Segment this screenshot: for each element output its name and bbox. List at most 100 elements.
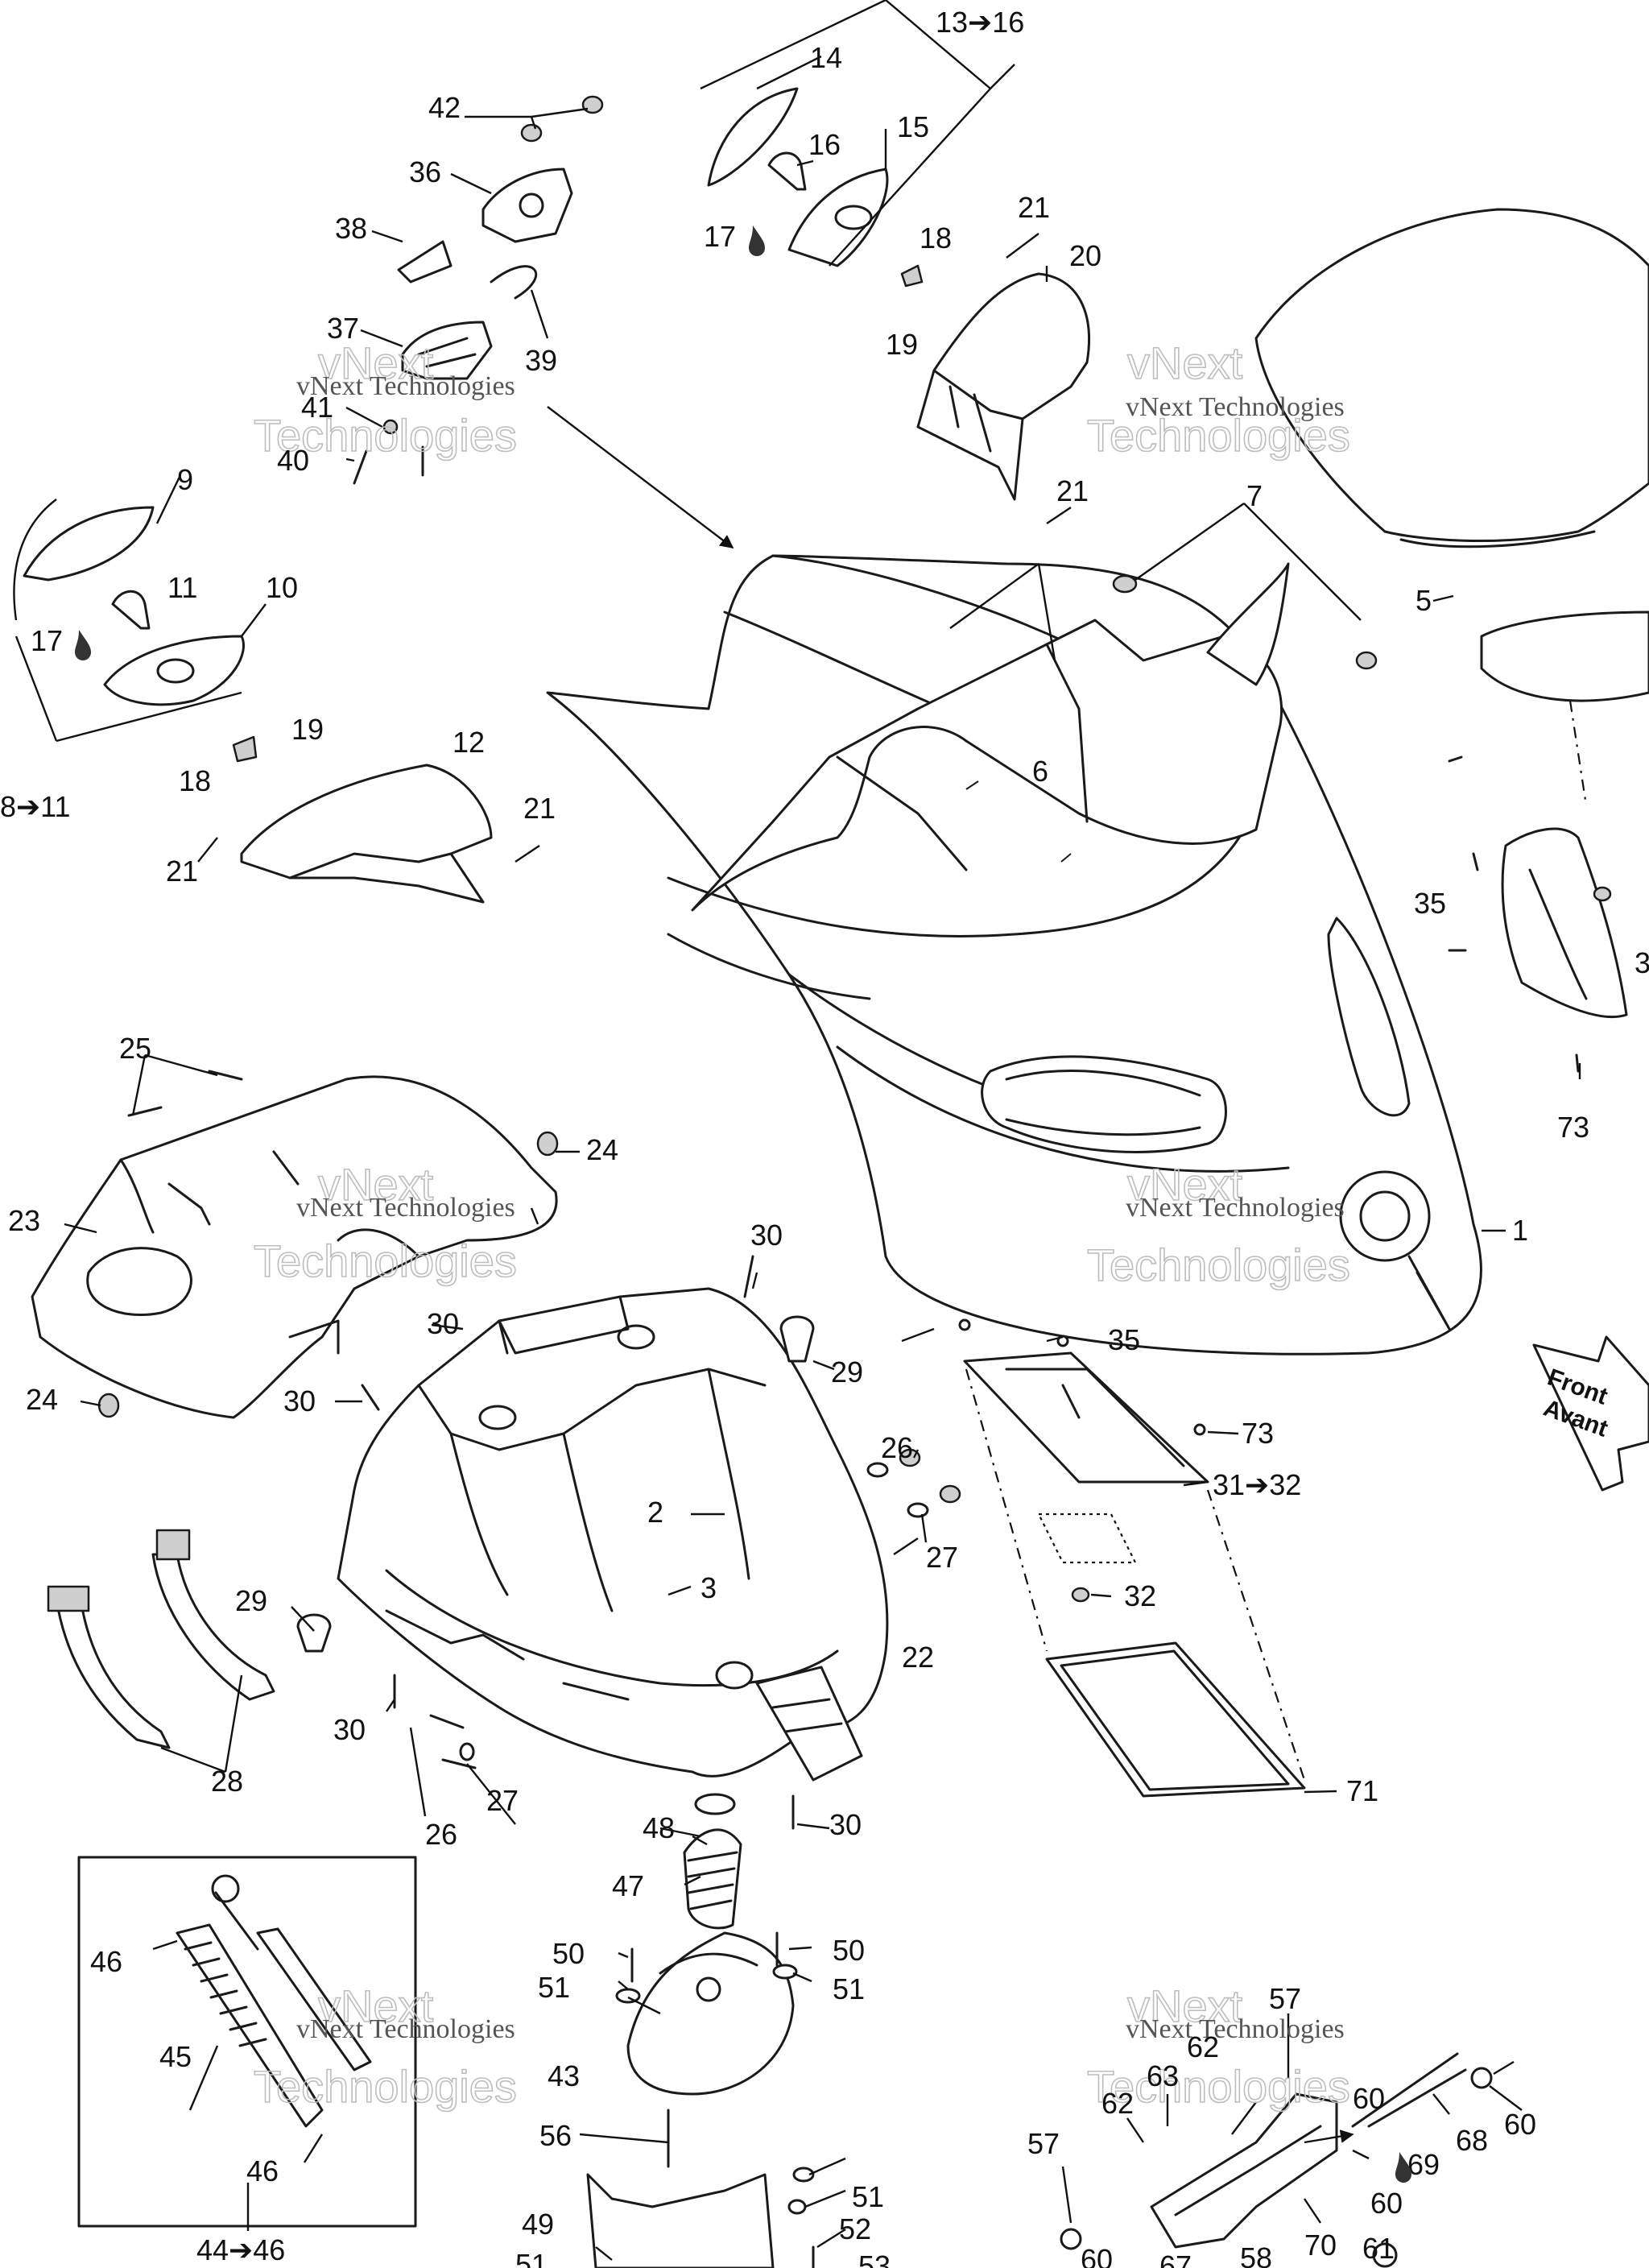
label-17b: 17 [31,624,63,657]
watermark-vnext-1: vNext [318,337,434,388]
watermark-tech-1: Technologies [254,410,517,461]
label-47: 47 [612,1869,644,1902]
label-60a: 60 [1081,2243,1113,2268]
label-24b: 24 [26,1383,58,1416]
watermarks: vNext vNext Technologies Technologies vN… [253,337,1351,2113]
label-51a: 51 [538,1971,570,2004]
label-62a: 62 [1101,2087,1134,2120]
label-6: 6 [1032,755,1048,788]
label-35a: 35 [1108,1323,1140,1356]
watermark-text-2: vNext Technologies [1126,392,1345,422]
watermark-tech-2: Technologies [1087,410,1350,461]
label-30a: 30 [750,1219,783,1252]
label-18a: 18 [920,221,952,255]
label-19b: 19 [291,713,324,746]
label-48: 48 [643,1811,675,1844]
leader-lines [64,55,1581,2261]
label-2: 2 [647,1496,663,1529]
label-69: 69 [1407,2148,1440,2181]
label-15: 15 [897,110,929,143]
handle-part-28 [47,1529,275,1749]
bracket-assembly-36-42 [353,95,604,485]
label-58: 58 [1240,2241,1272,2268]
watermark-tech-4: Technologies [1087,1240,1350,1290]
label-16: 16 [808,128,841,161]
watermark-vnext-6: vNext [1127,1980,1243,2031]
part-labels: 1 2 3 3 5 6 7 8➔11 9 10 11 12 13➔16 14 1… [0,6,1649,2268]
label-70: 70 [1304,2229,1337,2262]
label-27b: 27 [486,1784,519,1817]
label-53: 53 [858,2249,891,2268]
label-23: 23 [8,1204,40,1237]
label-22: 22 [902,1641,934,1674]
label-29b: 29 [235,1584,267,1617]
label-5: 5 [1415,584,1432,617]
oil-drop-icon [749,226,765,256]
watermark-vnext-3: vNext [318,1159,434,1210]
label-30b: 30 [427,1307,459,1340]
label-21d: 21 [166,855,198,888]
label-43: 43 [548,2059,580,2092]
label-57a: 57 [1027,2127,1060,2160]
label-13to16: 13➔16 [936,6,1024,39]
label-40: 40 [277,444,309,477]
watermark-text-6: vNext Technologies [1126,2014,1345,2044]
label-73a: 73 [1242,1417,1274,1450]
bracket-part-43 [586,1793,795,2268]
label-44to46: 44➔46 [196,2233,285,2266]
label-60d: 60 [1370,2187,1403,2220]
label-30e: 30 [829,1808,862,1841]
label-42: 42 [428,91,461,124]
label-36: 36 [409,155,441,188]
label-19a: 19 [886,328,918,361]
cover-group-13-16 [707,87,924,288]
label-29a: 29 [831,1355,863,1389]
vent-part-20 [916,272,1090,501]
label-7: 7 [1246,479,1263,512]
label-61: 61 [1362,2232,1395,2265]
label-45: 45 [159,2040,192,2073]
label-30d: 30 [333,1713,366,1746]
grill-part-31 [963,1351,1306,1798]
label-24a: 24 [586,1133,618,1166]
label-12: 12 [453,726,485,759]
label-17a: 17 [704,220,736,253]
label-49: 49 [522,2208,554,2241]
label-71: 71 [1346,1774,1378,1807]
watermark-tech-5: Technologies [254,2061,517,2112]
label-41: 41 [301,391,333,424]
label-14: 14 [810,41,842,74]
label-20: 20 [1069,239,1101,272]
watermark-tech-3: Technologies [254,1235,517,1286]
hood-part-1 [546,554,1482,1355]
watermark-vnext-4: vNext [1127,1159,1243,1210]
label-21a: 21 [1018,191,1050,224]
watermark-tech-6: Technologies [1087,2061,1350,2112]
label-50b: 50 [833,1934,865,1967]
windshield [1254,208,1649,1019]
label-9: 9 [177,463,193,496]
label-3: 3 [701,1571,717,1604]
label-8to11: 8➔11 [0,790,71,823]
deflector-part-23 [31,1075,558,1419]
watermark-text-5: vNext Technologies [296,2014,515,2044]
label-11: 11 [167,571,197,604]
label-38: 38 [335,212,367,245]
label-26a: 26 [881,1431,913,1464]
label-73b: 73 [1557,1111,1589,1144]
label-1: 1 [1512,1214,1528,1247]
vent-part-12 [240,764,493,904]
label-51d: 51 [515,2248,548,2268]
inner-hood-part-22 [337,1287,889,1782]
label-56: 56 [539,2119,572,2152]
watermark-text-4: vNext Technologies [1126,1193,1345,1223]
lever-assembly-57-70 [1060,2052,1493,2268]
watermark-text-1: vNext Technologies [296,371,515,401]
label-62b: 62 [1187,2030,1219,2063]
label-30c: 30 [283,1384,316,1418]
label-63: 63 [1147,2059,1179,2092]
label-32: 32 [1124,1579,1156,1612]
watermark-text-3: vNext Technologies [296,1193,515,1223]
label-21c: 21 [523,792,556,825]
